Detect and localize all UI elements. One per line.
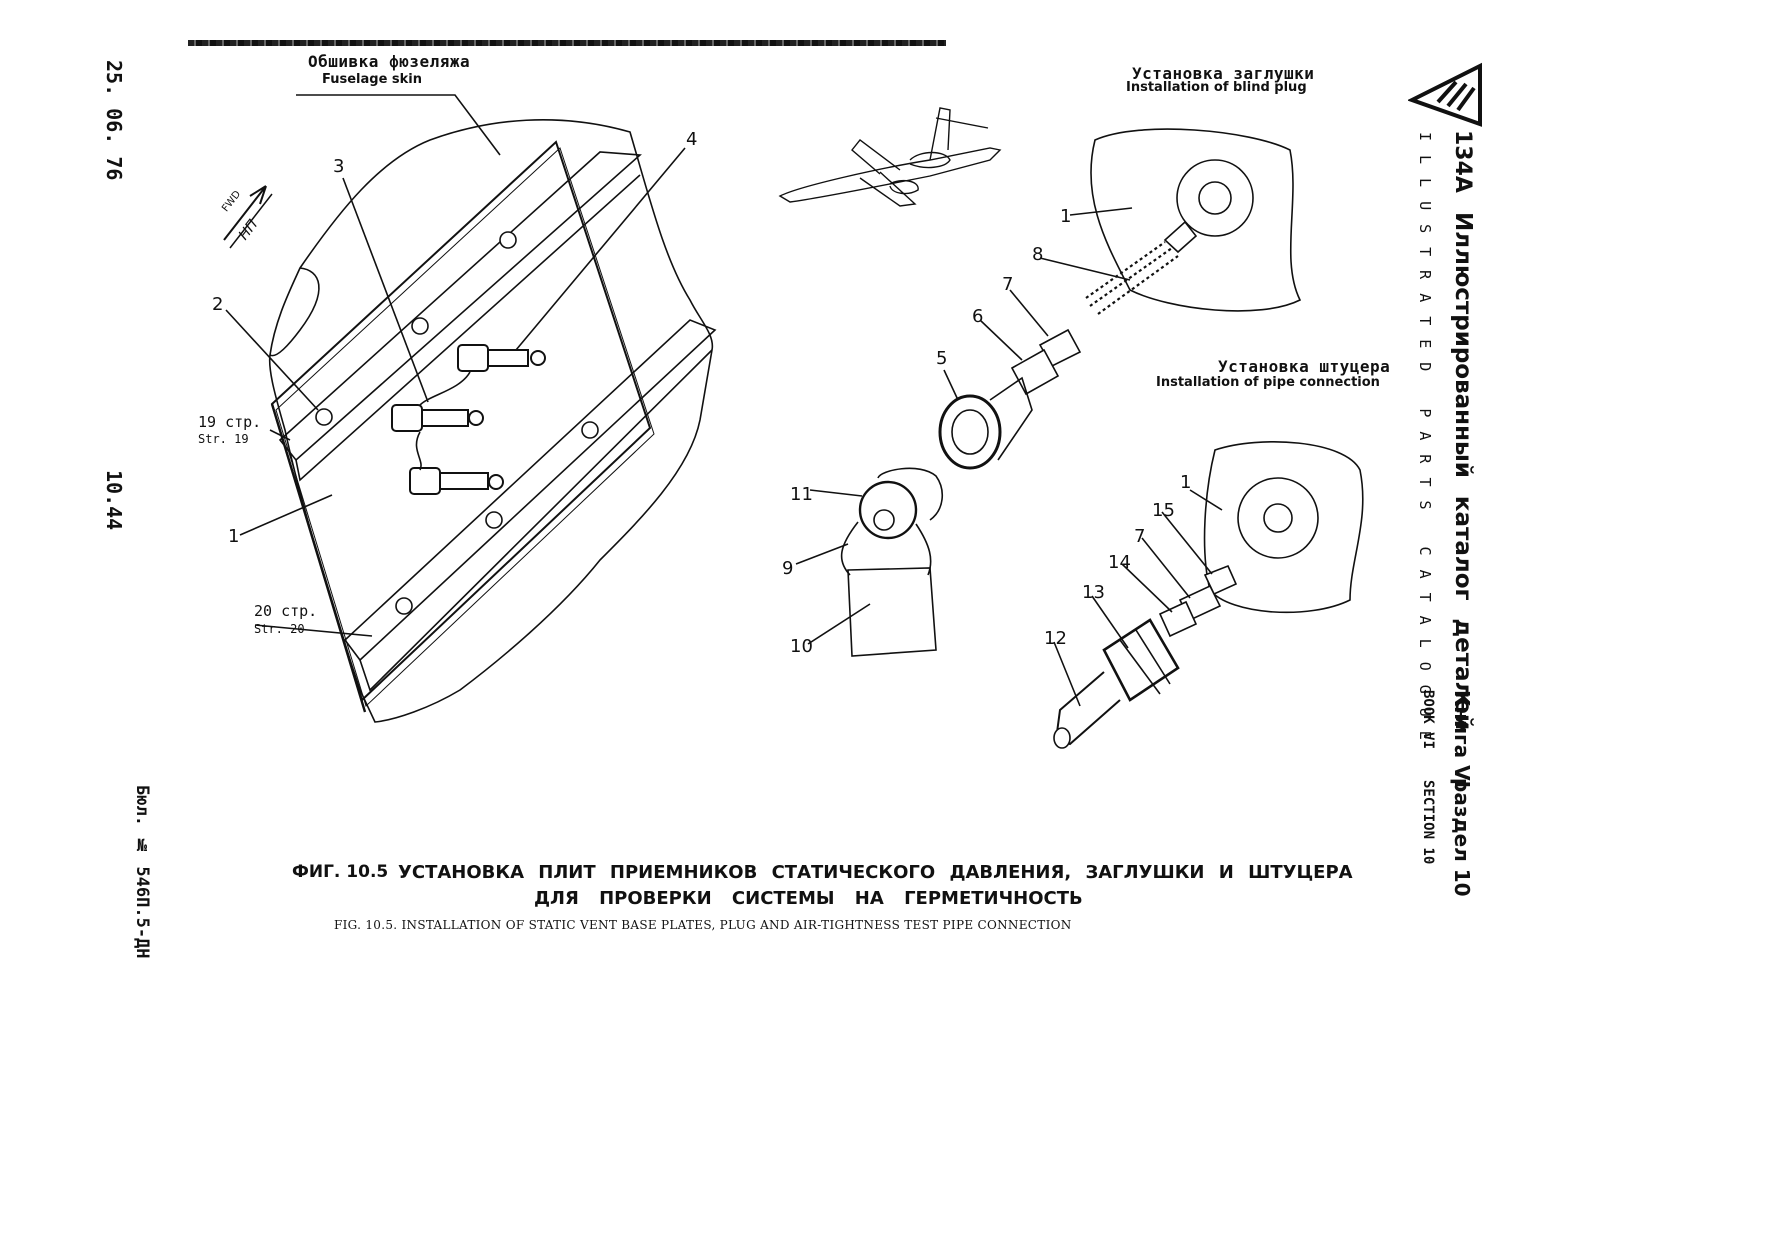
book-ru: Книга VI	[1450, 690, 1474, 789]
plug-skin-patch	[1090, 128, 1302, 312]
callout-1-pipe: 1	[1180, 472, 1191, 493]
callout-6: 6	[972, 306, 983, 327]
callout-10: 10	[790, 636, 813, 657]
tupolev-logo	[1408, 62, 1482, 127]
aircraft-model: 134А	[1450, 130, 1475, 193]
issue-date: 25. 06. 76	[102, 60, 126, 181]
fuselage-label-en: Fuselage skin	[322, 72, 423, 87]
tag	[847, 567, 937, 657]
caption-line-1: УСТАНОВКА ПЛИТ ПРИЕМНИКОВ СТАТИЧЕСКОГО Д…	[398, 862, 1353, 883]
callout-8: 8	[1032, 244, 1043, 265]
fuselage-label-ru: Обшивка фюзеляжа	[308, 52, 471, 71]
fuselage-skin-outline	[268, 119, 714, 723]
blind-plug-label-en: Installation of blind plug	[1126, 80, 1307, 95]
callout-3: 3	[333, 156, 344, 177]
bulletin-number: Бюл. № 546П.5-ДН	[132, 785, 152, 959]
callout-5: 5	[936, 348, 947, 369]
book-en: BOOK VI	[1420, 690, 1436, 750]
callout-11: 11	[790, 484, 813, 505]
catalogue-title-en: ILLUSTRATED PARTS CATALOGUE	[1416, 132, 1434, 754]
callout-4: 4	[686, 129, 697, 150]
static-vents	[391, 344, 546, 495]
callout-1-left: 1	[228, 526, 239, 547]
pipe-skin-patch	[1203, 441, 1364, 614]
airplane-sketch	[778, 107, 1002, 207]
callout-14: 14	[1108, 552, 1131, 573]
callout-9: 9	[782, 558, 793, 579]
callout-7-pipe: 7	[1134, 526, 1145, 547]
callout-1-plug: 1	[1060, 206, 1071, 227]
figure-number: ФИГ. 10.5	[292, 862, 389, 882]
pipe-nut	[1102, 618, 1180, 702]
stringer-20-ru: 20 стр.	[254, 602, 318, 620]
catalogue-title-ru: Иллюстрированный каталог деталей	[1450, 212, 1476, 731]
stringer-20	[343, 319, 717, 662]
pipe-connection-label-en: Installation of pipe connection	[1156, 375, 1380, 390]
page-number: 10.44	[102, 470, 126, 531]
top-border	[188, 40, 946, 46]
callout-2: 2	[212, 294, 223, 315]
stringer-19	[278, 151, 642, 462]
section-en: SECTION 10	[1420, 780, 1436, 865]
plate-nuts	[315, 231, 599, 615]
stringer-19-en: Str. 19	[198, 432, 249, 446]
caption-line-2: ДЛЯ ПРОВЕРКИ СИСТЕМЫ НА ГЕРМЕТИЧНОСТЬ	[534, 888, 1083, 909]
plug-spring	[1085, 241, 1179, 315]
callout-12: 12	[1044, 628, 1067, 649]
technical-drawing: 1 2 3 4 1 8 7 6 5 11 9 10 1 15 7 14 13 1…	[212, 94, 1364, 749]
blind-plug-label-ru: Установка заглушки	[1132, 64, 1315, 83]
pipe-connection-label-ru: Установка штуцера	[1218, 357, 1391, 376]
callouts: 1 2 3 4 1 8 7 6 5 11 9 10 1 15 7 14 13 1…	[212, 129, 1191, 657]
callout-7-plug: 7	[1002, 274, 1013, 295]
section-ru: раздел 10	[1450, 778, 1474, 897]
callout-13: 13	[1082, 582, 1105, 603]
callout-15: 15	[1152, 500, 1175, 521]
caption-english: FIG. 10.5. INSTALLATION OF STATIC VENT B…	[334, 918, 1072, 932]
stringer-19-ru: 19 стр.	[198, 413, 262, 431]
fwd-arrow: FWD НП	[214, 178, 284, 258]
